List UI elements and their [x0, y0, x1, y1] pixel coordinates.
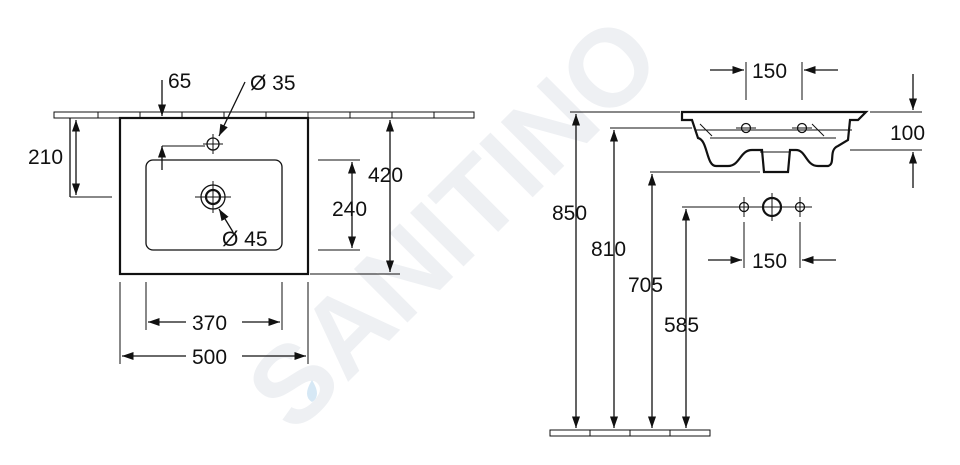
water-drop-icon [307, 380, 317, 402]
floor-hatch [549, 429, 711, 437]
tap-hole-leader [218, 81, 246, 137]
basin-profile [680, 110, 869, 174]
dim-150-bottom-label: 150 [752, 250, 787, 273]
side-view: 150 100 150 850 810 [549, 60, 925, 437]
dim-705-label: 705 [628, 274, 663, 297]
basin-outline [118, 116, 310, 276]
drain-leader [218, 208, 234, 233]
dim-585-label: 585 [664, 314, 699, 337]
dim-420-label: 420 [368, 164, 403, 187]
dim-240-label: 240 [332, 198, 367, 221]
drain-hole [195, 181, 231, 213]
drain-and-tap-positions [732, 193, 812, 221]
dim-drain-label: Ø 45 [222, 228, 268, 251]
dim-150-top-label: 150 [752, 60, 787, 83]
dim-500-label: 500 [192, 346, 227, 369]
dim-370-label: 370 [192, 312, 227, 335]
dim-tap-hole-label: Ø 35 [250, 72, 296, 95]
dim-810-label: 810 [591, 238, 626, 261]
dim-850-label: 850 [552, 202, 587, 225]
top-view: 65 Ø 35 210 420 240 Ø 45 370 500 [28, 70, 475, 369]
tap-hole [203, 134, 223, 154]
dim-65-label: 65 [168, 70, 191, 93]
dim-210-label: 210 [28, 146, 63, 169]
bowl-outline [145, 159, 283, 251]
dim-100-label: 100 [890, 122, 925, 145]
